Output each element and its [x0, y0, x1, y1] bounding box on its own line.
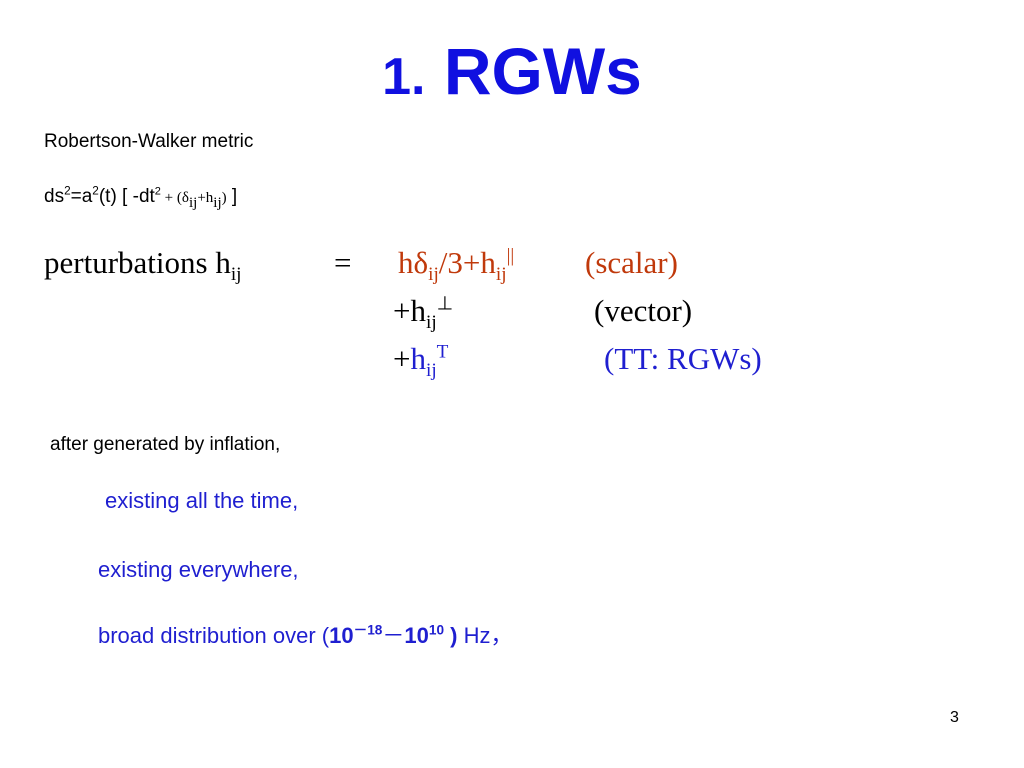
- tt-tag: (TT: RGWs): [604, 341, 762, 376]
- vector-sup: ⊥: [436, 293, 454, 315]
- tt-term: +hijT: [393, 341, 449, 380]
- broad-unit: Hz，: [457, 623, 513, 648]
- scalar-sub2: ij: [495, 264, 507, 286]
- metric-equation: ds2=a2(t) [ -dt2 + (δij+hij) ]: [44, 184, 238, 211]
- scalar-sup: ||: [506, 245, 515, 267]
- eq-plus-h: +h: [197, 190, 214, 206]
- tt-plus: +: [393, 341, 411, 376]
- line-all-time: existing all the time,: [105, 488, 299, 513]
- line-broad: broad distribution over (10－18－1010 ) Hz…: [98, 618, 513, 650]
- scalar-h: hδ: [398, 245, 429, 280]
- scalar-sub1: ij: [428, 264, 439, 286]
- slide-title: 1. RGWs: [0, 38, 1024, 104]
- vector-tag: (vector): [594, 293, 693, 328]
- perturb-label-text: perturbations h: [44, 245, 231, 280]
- page-number: 3: [950, 709, 959, 726]
- eq-sq2: 2: [92, 184, 99, 198]
- vector-sub: ij: [425, 312, 437, 334]
- after-text: after generated by inflation,: [50, 434, 281, 455]
- eq-sq3: 2: [154, 185, 161, 198]
- broad-close: ): [444, 623, 458, 648]
- title-text: RGWs: [443, 34, 642, 108]
- broad-hi-exp: 10: [428, 622, 445, 638]
- eq-ij2: ij: [213, 194, 222, 211]
- eq-close: ): [221, 190, 227, 206]
- eq-sq1: 2: [64, 184, 71, 198]
- eq-bracket-close: ]: [226, 186, 238, 207]
- tt-h: h: [410, 341, 426, 376]
- line-everywhere: existing everywhere,: [98, 557, 299, 582]
- tt-sub: ij: [425, 360, 437, 382]
- perturb-label-sub: ij: [230, 264, 242, 286]
- metric-label: Robertson-Walker metric: [44, 131, 254, 152]
- scalar-mid: /3+h: [438, 245, 496, 280]
- broad-lo-base: 10: [329, 623, 354, 648]
- broad-hi-base: 10: [404, 623, 429, 648]
- eq-delta: δ: [181, 190, 189, 206]
- eq-ij1: ij: [188, 194, 198, 211]
- broad-lo-exp: －18: [353, 622, 383, 638]
- eq-ds: ds: [44, 186, 65, 207]
- eq-t: (t) [ -dt: [98, 186, 155, 207]
- tt-sup: T: [436, 341, 449, 363]
- scalar-term: hδij/3+hij||: [398, 245, 515, 284]
- scalar-tag: (scalar): [585, 245, 678, 280]
- eq-a: =a: [70, 186, 93, 207]
- broad-prefix: broad distribution over (: [98, 623, 330, 648]
- broad-dash: －: [382, 623, 405, 648]
- vector-term: +hij⊥: [393, 293, 454, 332]
- vector-plus-h: +h: [393, 293, 426, 328]
- perturb-equals: =: [334, 245, 352, 280]
- title-number: 1.: [382, 48, 426, 106]
- perturb-label: perturbations hij: [44, 245, 242, 284]
- eq-plus-open: + (: [160, 190, 182, 206]
